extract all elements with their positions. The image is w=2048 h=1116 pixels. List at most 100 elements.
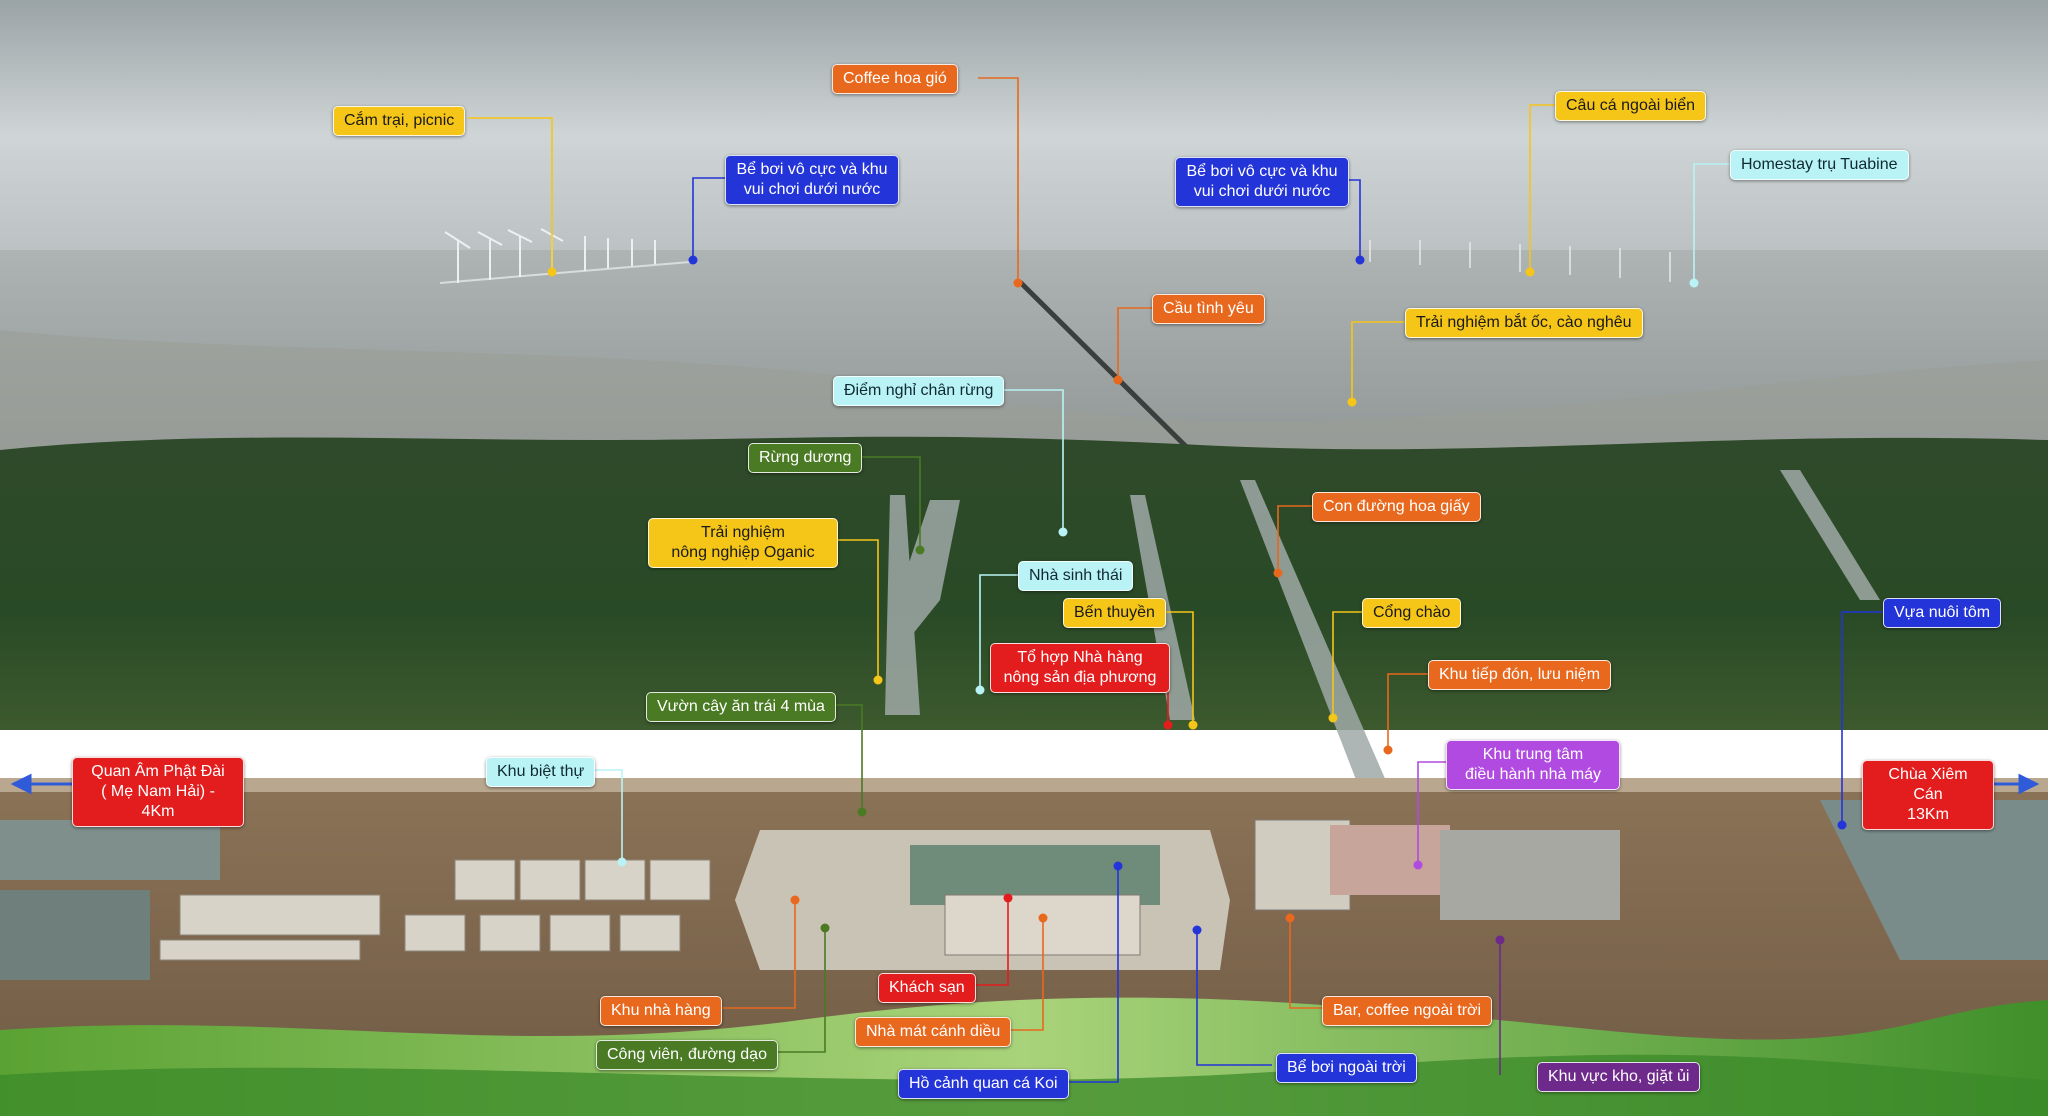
marker-nha-mat xyxy=(1038,913,1048,923)
label-text: Coffee hoa gió xyxy=(843,70,947,87)
leader-cau-tinh-yeu xyxy=(1117,307,1152,380)
label-cong-chao[interactable]: Cổng chào xyxy=(1362,598,1462,628)
arrow-left-icon xyxy=(10,773,32,795)
label-ben-thuyen[interactable]: Bến thuyền xyxy=(1063,598,1166,628)
label-cam-trai-picnic[interactable]: Cắm trại, picnic xyxy=(333,106,466,136)
label-text: Bến thuyền xyxy=(1074,604,1155,621)
label-khu-vuc-kho-giat-ui[interactable]: Khu vực kho, giặt ủi xyxy=(1537,1062,1701,1092)
leader-homestay xyxy=(1693,163,1730,283)
marker-nong-nghiep xyxy=(873,675,883,685)
label-text-line-2: nông nghiệp Oganic xyxy=(671,544,815,561)
leader-tiep-don xyxy=(1387,673,1440,750)
label-text: Nhà sinh thái xyxy=(1029,567,1123,584)
horizon-line xyxy=(439,261,691,284)
label-text-line-2: điều hành nhà máy xyxy=(1464,766,1602,783)
label-text-line-1: Quan Âm Phật Đài xyxy=(91,763,225,780)
label-text-line-1: Bể bơi vô cực và khu xyxy=(736,161,888,178)
label-coffee-hoa-gio[interactable]: Coffee hoa gió xyxy=(832,64,958,94)
marker-to-hop xyxy=(1163,720,1173,730)
label-to-hop-nha-hang[interactable]: Tổ hợp Nhà hàng nông sản địa phương xyxy=(990,643,1170,693)
leader-bar-coffee xyxy=(1289,918,1322,1009)
label-chua-xiem-can[interactable]: Chùa Xiêm Cán 13Km xyxy=(1862,760,1994,830)
label-ho-canh-quan-ca-koi[interactable]: Hồ cảnh quan cá Koi xyxy=(898,1069,1069,1099)
label-text-line-1: Bể bơi vô cực và khu xyxy=(1186,163,1338,180)
label-text: Vườn cây ăn trái 4 mùa xyxy=(657,698,825,715)
label-nha-sinh-thai[interactable]: Nhà sinh thái xyxy=(1018,561,1134,591)
marker-nha-sinh-thai xyxy=(975,685,985,695)
label-be-boi-vo-cuc-right[interactable]: Bể bơi vô cực và khu vui chơi dưới nước xyxy=(1175,157,1349,207)
marker-trung-tam xyxy=(1413,860,1423,870)
leader-ho-canh xyxy=(1060,866,1119,1083)
leader-rung-duong xyxy=(850,456,921,550)
main-road xyxy=(0,778,2048,792)
marker-nha-hang xyxy=(790,895,800,905)
leader-ben-thuyen xyxy=(1165,611,1194,725)
leader-diem-nghi xyxy=(998,389,1064,532)
label-khu-trung-tam-dieu-hanh[interactable]: Khu trung tâm điều hành nhà máy xyxy=(1446,740,1620,790)
label-con-duong-hoa-giay[interactable]: Con đường hoa giấy xyxy=(1312,492,1481,522)
leader-trung-tam xyxy=(1417,761,1448,865)
label-khu-tiep-don[interactable]: Khu tiếp đón, lưu niệm xyxy=(1428,660,1612,690)
label-text: Con đường hoa giấy xyxy=(1323,498,1470,515)
label-trai-nghiem-bat-oc[interactable]: Trải nghiệm bắt ốc, cào nghêu xyxy=(1405,308,1643,338)
leader-coffee xyxy=(978,77,1019,283)
label-text: Cắm trại, picnic xyxy=(344,112,455,129)
label-quan-am-phat-dai[interactable]: Quan Âm Phật Đài ( Mẹ Nam Hải) - 4Km xyxy=(72,757,244,827)
label-cau-ca-ngoai-bien[interactable]: Câu cá ngoài biển xyxy=(1555,91,1706,121)
marker-tiep-don xyxy=(1383,745,1393,755)
leader-cam-trai xyxy=(468,117,553,272)
label-trai-nghiem-nong-nghiep[interactable]: Trải nghiệm nông nghiệp Oganic xyxy=(648,518,838,568)
label-cau-tinh-yeu[interactable]: Cầu tình yêu xyxy=(1152,294,1265,324)
pond-left-1 xyxy=(0,820,220,880)
label-text: Nhà mát cánh diều xyxy=(866,1023,1001,1040)
leader-nha-mat xyxy=(1008,918,1044,1031)
label-khach-san[interactable]: Khách sạn xyxy=(878,973,976,1003)
marker-biet-thu xyxy=(617,857,627,867)
label-text-line-2: ( Mẹ Nam Hải) - 4Km xyxy=(101,783,215,820)
villa-blocks xyxy=(159,859,711,961)
label-text: Homestay trụ Tuabine xyxy=(1741,156,1898,173)
label-text-line-2: nông sản địa phương xyxy=(1003,669,1157,686)
label-nha-mat-canh-dieu[interactable]: Nhà mát cánh diều xyxy=(855,1017,1012,1047)
label-cong-vien-duong-dao[interactable]: Công viên, đường dạo xyxy=(596,1040,778,1070)
leader-nha-sinh-thai xyxy=(979,574,1018,690)
label-khu-nha-hang[interactable]: Khu nhà hàng xyxy=(600,996,722,1026)
label-text: Rừng dương xyxy=(759,449,852,466)
wind-turbines-left xyxy=(444,228,656,283)
marker-cong-chao xyxy=(1328,713,1338,723)
label-text: Công viên, đường dạo xyxy=(607,1046,767,1063)
label-rung-duong[interactable]: Rừng dương xyxy=(748,443,863,473)
label-diem-nghi-chan-rung[interactable]: Điểm nghỉ chân rừng xyxy=(833,376,1005,406)
label-text: Vựa nuôi tôm xyxy=(1894,604,1991,621)
wind-turbines-right xyxy=(1369,240,1671,282)
label-bar-coffee-ngoai-troi[interactable]: Bar, coffee ngoài trời xyxy=(1322,996,1493,1026)
label-text: Khách sạn xyxy=(889,979,965,996)
label-text-line-1: Khu trung tâm xyxy=(1482,746,1584,763)
leader-be-boi-left xyxy=(692,177,725,260)
operation-building xyxy=(1330,825,1450,895)
label-text: Khu biệt thự xyxy=(497,763,585,780)
label-text: Hồ cảnh quan cá Koi xyxy=(909,1075,1058,1092)
marker-kho-giat xyxy=(1495,935,1505,945)
label-be-boi-ngoai-troi[interactable]: Bể bơi ngoài trời xyxy=(1276,1053,1417,1083)
marker-ben-thuyen xyxy=(1188,720,1198,730)
marker-bat-oc xyxy=(1347,397,1357,407)
label-text-line-2: vui chơi dưới nước xyxy=(743,181,881,198)
label-homestay-tru-tuabine[interactable]: Homestay trụ Tuabine xyxy=(1730,150,1909,180)
marker-be-boi-ngoai-troi xyxy=(1192,925,1202,935)
leader-khach-san xyxy=(960,898,1009,986)
label-be-boi-vo-cuc-left[interactable]: Bể bơi vô cực và khu vui chơi dưới nước xyxy=(725,155,899,205)
label-text-line-1: Trải nghiệm xyxy=(701,524,785,541)
marker-vua-nuoi-tom xyxy=(1837,820,1847,830)
label-text: Khu nhà hàng xyxy=(611,1002,711,1019)
label-khu-biet-thu[interactable]: Khu biệt thự xyxy=(486,757,596,787)
label-text: Câu cá ngoài biển xyxy=(1566,97,1695,114)
label-vuon-cay-an-trai[interactable]: Vườn cây ăn trái 4 mùa xyxy=(646,692,836,722)
label-text: Bể bơi ngoài trời xyxy=(1287,1059,1406,1076)
leader-cong-vien xyxy=(770,928,826,1053)
label-vua-nuoi-tom[interactable]: Vựa nuôi tôm xyxy=(1883,598,2002,628)
label-text: Điểm nghỉ chân rừng xyxy=(844,382,994,399)
marker-khach-san xyxy=(1003,893,1013,903)
pond-left-2 xyxy=(0,890,150,980)
